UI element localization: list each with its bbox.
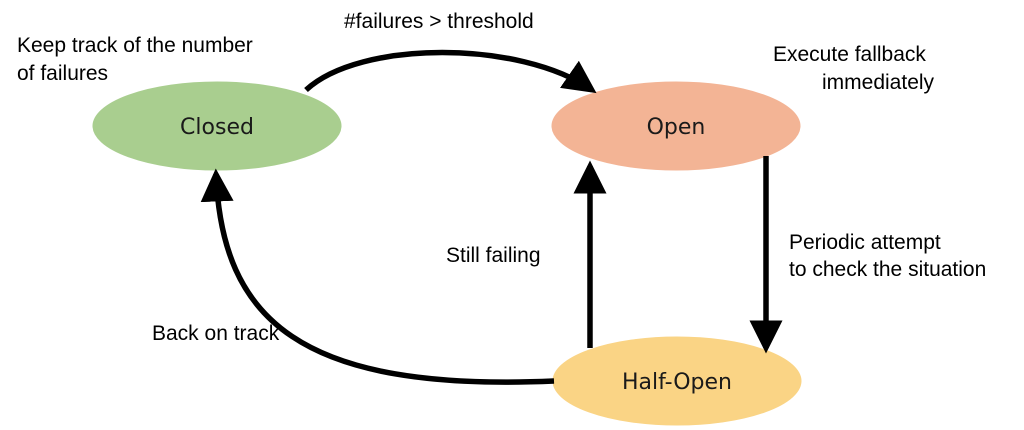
note-open-line-2: immediately bbox=[822, 71, 935, 94]
label-open-to-half-open-line-1: Periodic attempt bbox=[789, 231, 941, 254]
note-closed-line-2: of failures bbox=[17, 62, 108, 85]
label-half-open-to-open: Still failing bbox=[446, 244, 541, 267]
label-closed-to-open: #failures > threshold bbox=[344, 10, 534, 33]
state-closed: Closed bbox=[91, 80, 343, 172]
edge-closed-to-open bbox=[304, 49, 597, 94]
edge-half-open-to-closed bbox=[200, 168, 555, 385]
label-half-open-to-closed: Back on track bbox=[152, 322, 280, 345]
note-closed-line-1: Keep track of the number bbox=[17, 34, 253, 57]
state-open: Open bbox=[550, 80, 802, 172]
state-open-label: Open bbox=[647, 115, 706, 140]
state-half-open: Half-Open bbox=[551, 335, 803, 427]
note-open-line-1: Execute fallback bbox=[773, 43, 926, 66]
state-closed-label: Closed bbox=[180, 115, 254, 140]
state-half-open-label: Half-Open bbox=[622, 370, 732, 395]
state-open-shape bbox=[550, 80, 802, 172]
label-open-to-half-open-line-2: to check the situation bbox=[789, 258, 986, 281]
